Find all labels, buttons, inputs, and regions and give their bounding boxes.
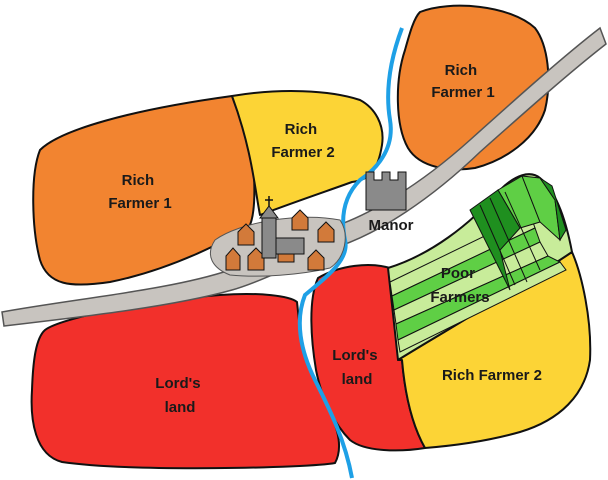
rich-farmer-1-top (396, 4, 550, 171)
church-icon (259, 196, 305, 259)
label-lords-land-middle: Lord's land (332, 347, 381, 388)
label-rich-farmer-2-right: Rich Farmer 2 (442, 367, 542, 384)
house-icon (225, 247, 241, 271)
house-icon (307, 249, 325, 271)
label-poor-farmers: Poor Farmers (430, 265, 489, 306)
label-lords-land-left: Lord's land (155, 375, 204, 416)
house-icon (247, 247, 265, 271)
label-rich-farmer-1-top: Rich Farmer 1 (431, 62, 494, 101)
village (225, 196, 335, 271)
label-rich-farmer-2-top: Rich Farmer 2 (271, 121, 334, 161)
house-icon (291, 209, 309, 231)
house-icon (237, 223, 255, 246)
lords-land-left (30, 292, 340, 470)
poor-farmers-plot (387, 173, 573, 361)
house-icon (317, 221, 335, 243)
label-manor: Manor (369, 217, 414, 234)
castle-icon (365, 171, 407, 211)
label-rich-farmer-1-left: Rich Farmer 1 (108, 172, 171, 212)
